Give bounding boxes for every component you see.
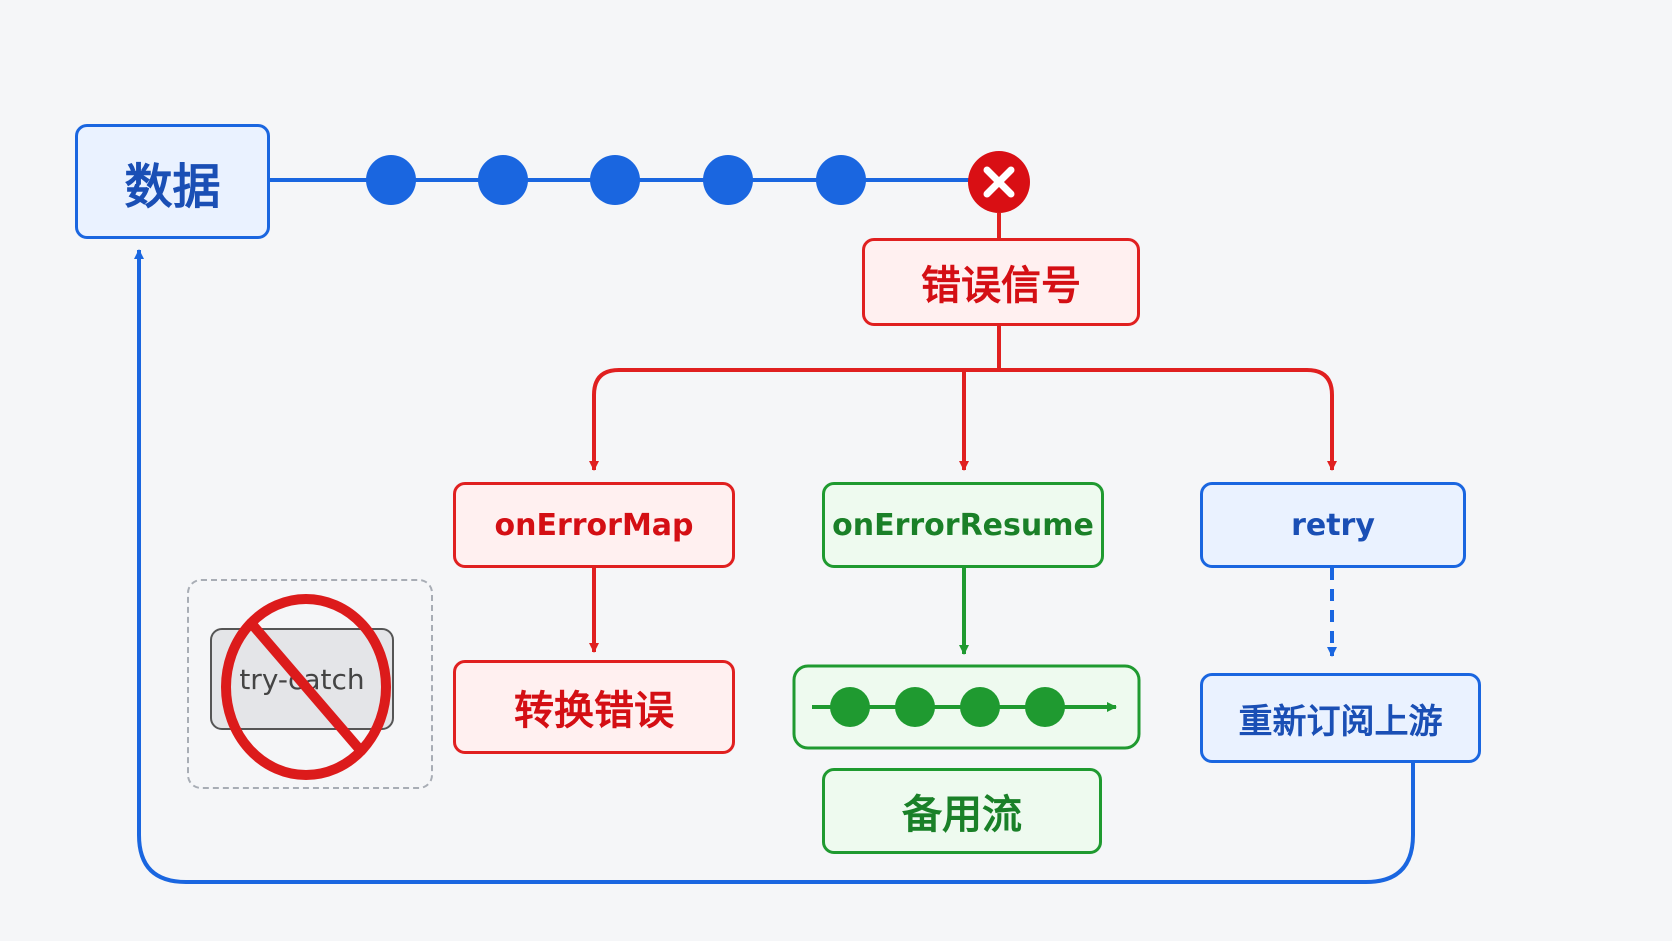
fallback-dot	[895, 687, 935, 727]
fallback-dot	[830, 687, 870, 727]
retry-node: retry	[1200, 482, 1466, 568]
data-dot	[703, 155, 753, 205]
prohibited-icon	[221, 594, 391, 780]
data-dot	[366, 155, 416, 205]
transform-error-node: 转换错误	[453, 660, 735, 754]
on-error-map-node: onErrorMap	[453, 482, 735, 568]
resubscribe-loop	[134, 249, 1415, 884]
data-dot	[478, 155, 528, 205]
data-dot	[816, 155, 866, 205]
fallback-dot	[960, 687, 1000, 727]
try-catch-frame	[187, 579, 433, 789]
fallback-dot	[1025, 687, 1065, 727]
error-branch-right	[999, 368, 1337, 471]
transform-error-label: 转换错误	[514, 688, 674, 734]
source-node-label: 数据	[124, 158, 221, 215]
close-icon	[968, 151, 1030, 213]
data-dot	[590, 155, 640, 205]
error-signal-label: 错误信号	[921, 263, 1081, 309]
resubscribe-label: 重新订阅上游	[1238, 701, 1443, 742]
on-error-resume-node: onErrorResume	[822, 482, 1104, 568]
on-error-resume-label: onErrorResume	[832, 507, 1094, 543]
resubscribe-node: 重新订阅上游	[1200, 673, 1481, 763]
source-node: 数据	[75, 124, 270, 239]
error-signal-node: 错误信号	[862, 238, 1140, 326]
fallback-stream-node: 备用流	[822, 768, 1102, 854]
on-error-map-label: onErrorMap	[494, 507, 694, 543]
fallback-stream-label: 备用流	[902, 792, 1022, 838]
error-branch-left	[589, 368, 999, 471]
retry-label: retry	[1291, 507, 1375, 543]
